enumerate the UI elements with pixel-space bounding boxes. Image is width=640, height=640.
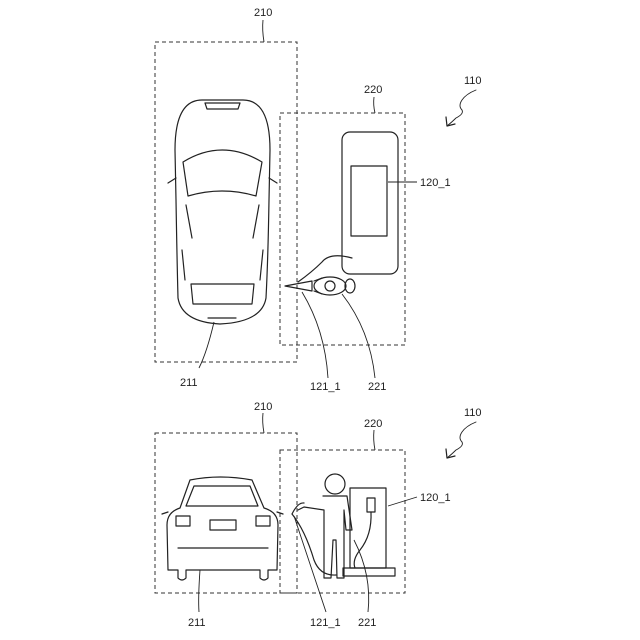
label-120-1-top: 120_1 bbox=[420, 177, 451, 189]
label-121-1-bottom: 121_1 bbox=[310, 617, 341, 629]
top-car bbox=[168, 100, 277, 324]
label-110-bottom: 110 bbox=[464, 407, 482, 419]
top-charger-display bbox=[351, 166, 387, 236]
label-110-top: 110 bbox=[464, 75, 482, 87]
bottom-car bbox=[162, 477, 283, 580]
bottom-cable bbox=[292, 514, 336, 575]
label-221-top: 221 bbox=[368, 381, 386, 393]
label-221-bottom: 221 bbox=[358, 617, 376, 629]
top-charger-cable bbox=[298, 256, 352, 282]
label-210-top: 210 bbox=[254, 7, 272, 19]
label-211-top: 211 bbox=[180, 377, 198, 389]
user-head bbox=[325, 474, 345, 494]
bottom-charger bbox=[343, 488, 395, 576]
label-120-1-bottom: 120_1 bbox=[420, 492, 451, 504]
bottom-user bbox=[292, 474, 352, 578]
top-charger bbox=[298, 132, 398, 282]
label-210-bottom: 210 bbox=[254, 401, 272, 413]
bottom-charger-base bbox=[343, 568, 395, 576]
bottom-charger-body bbox=[350, 488, 386, 568]
leader-lines bbox=[199, 20, 476, 612]
bottom-charger-display bbox=[367, 498, 375, 512]
bottom-diagram bbox=[155, 433, 405, 593]
label-220-bottom: 220 bbox=[364, 418, 382, 430]
label-211-bottom: 211 bbox=[188, 617, 206, 629]
label-220-top: 220 bbox=[364, 84, 382, 96]
label-121-1-top: 121_1 bbox=[310, 381, 341, 393]
bottom-vehicle-area-box bbox=[155, 433, 297, 593]
top-connector-and-user bbox=[285, 277, 355, 295]
